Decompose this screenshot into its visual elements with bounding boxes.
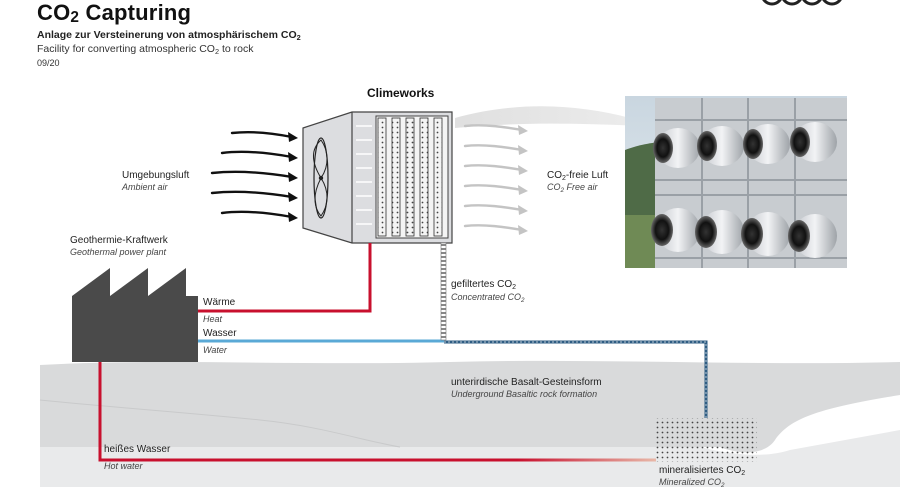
- free-air-arrows: [463, 124, 524, 232]
- subtitle-german: Anlage zur Versteinerung von atmosphäris…: [37, 29, 301, 42]
- ambient-air-label-en: Ambient air: [122, 182, 168, 192]
- filtered-co2-label-de: gefiltertes CO2: [451, 279, 517, 291]
- geothermal-label-en: Geothermal power plant: [70, 247, 167, 257]
- climeworks-label: Climeworks: [367, 86, 435, 100]
- free-air-label-de: CO2-freie Luft: [547, 170, 609, 182]
- page-title: CO2 Capturing: [37, 0, 192, 26]
- heat-pipe: [198, 243, 372, 313]
- co2-pipe-vertical: [440, 242, 447, 341]
- heat-label-en: Heat: [203, 314, 223, 324]
- concentrated-co2-label-en: Concentrated CO2: [451, 292, 525, 304]
- date-label: 09/20: [37, 58, 60, 68]
- subtitle-english: Facility for converting atmospheric CO2 …: [37, 43, 254, 56]
- ambient-air-label-de: Umgebungsluft: [122, 170, 190, 181]
- basalt-label-en: Underground Basaltic rock formation: [451, 389, 598, 399]
- hot-water-label-en: Hot water: [104, 461, 143, 471]
- logo-rings: [762, 0, 842, 6]
- hot-water-label-de: heißes Wasser: [104, 444, 171, 455]
- filter-icon: [375, 115, 449, 239]
- fan-icon: [313, 137, 329, 219]
- basalt-formation: [40, 360, 900, 453]
- collector-photo: [625, 96, 847, 268]
- mineralized-zone: [655, 418, 757, 462]
- basalt-label-de: unterirdische Basalt-Gesteinsform: [451, 377, 602, 388]
- free-air-label-en: CO2 Free air: [547, 182, 598, 194]
- water-label-de: Wasser: [203, 328, 237, 339]
- water-label-en: Water: [203, 345, 227, 355]
- mineralized-label-en: Mineralized CO2: [659, 477, 725, 489]
- collector-unit: [302, 111, 453, 244]
- heat-label-de: Wärme: [203, 297, 236, 308]
- geothermal-label-de: Geothermie-Kraftwerk: [70, 235, 168, 246]
- mineralized-label-de: mineralisiertes CO2: [659, 465, 746, 477]
- ambient-air-arrows: [210, 131, 294, 219]
- factory-icon: [72, 268, 198, 362]
